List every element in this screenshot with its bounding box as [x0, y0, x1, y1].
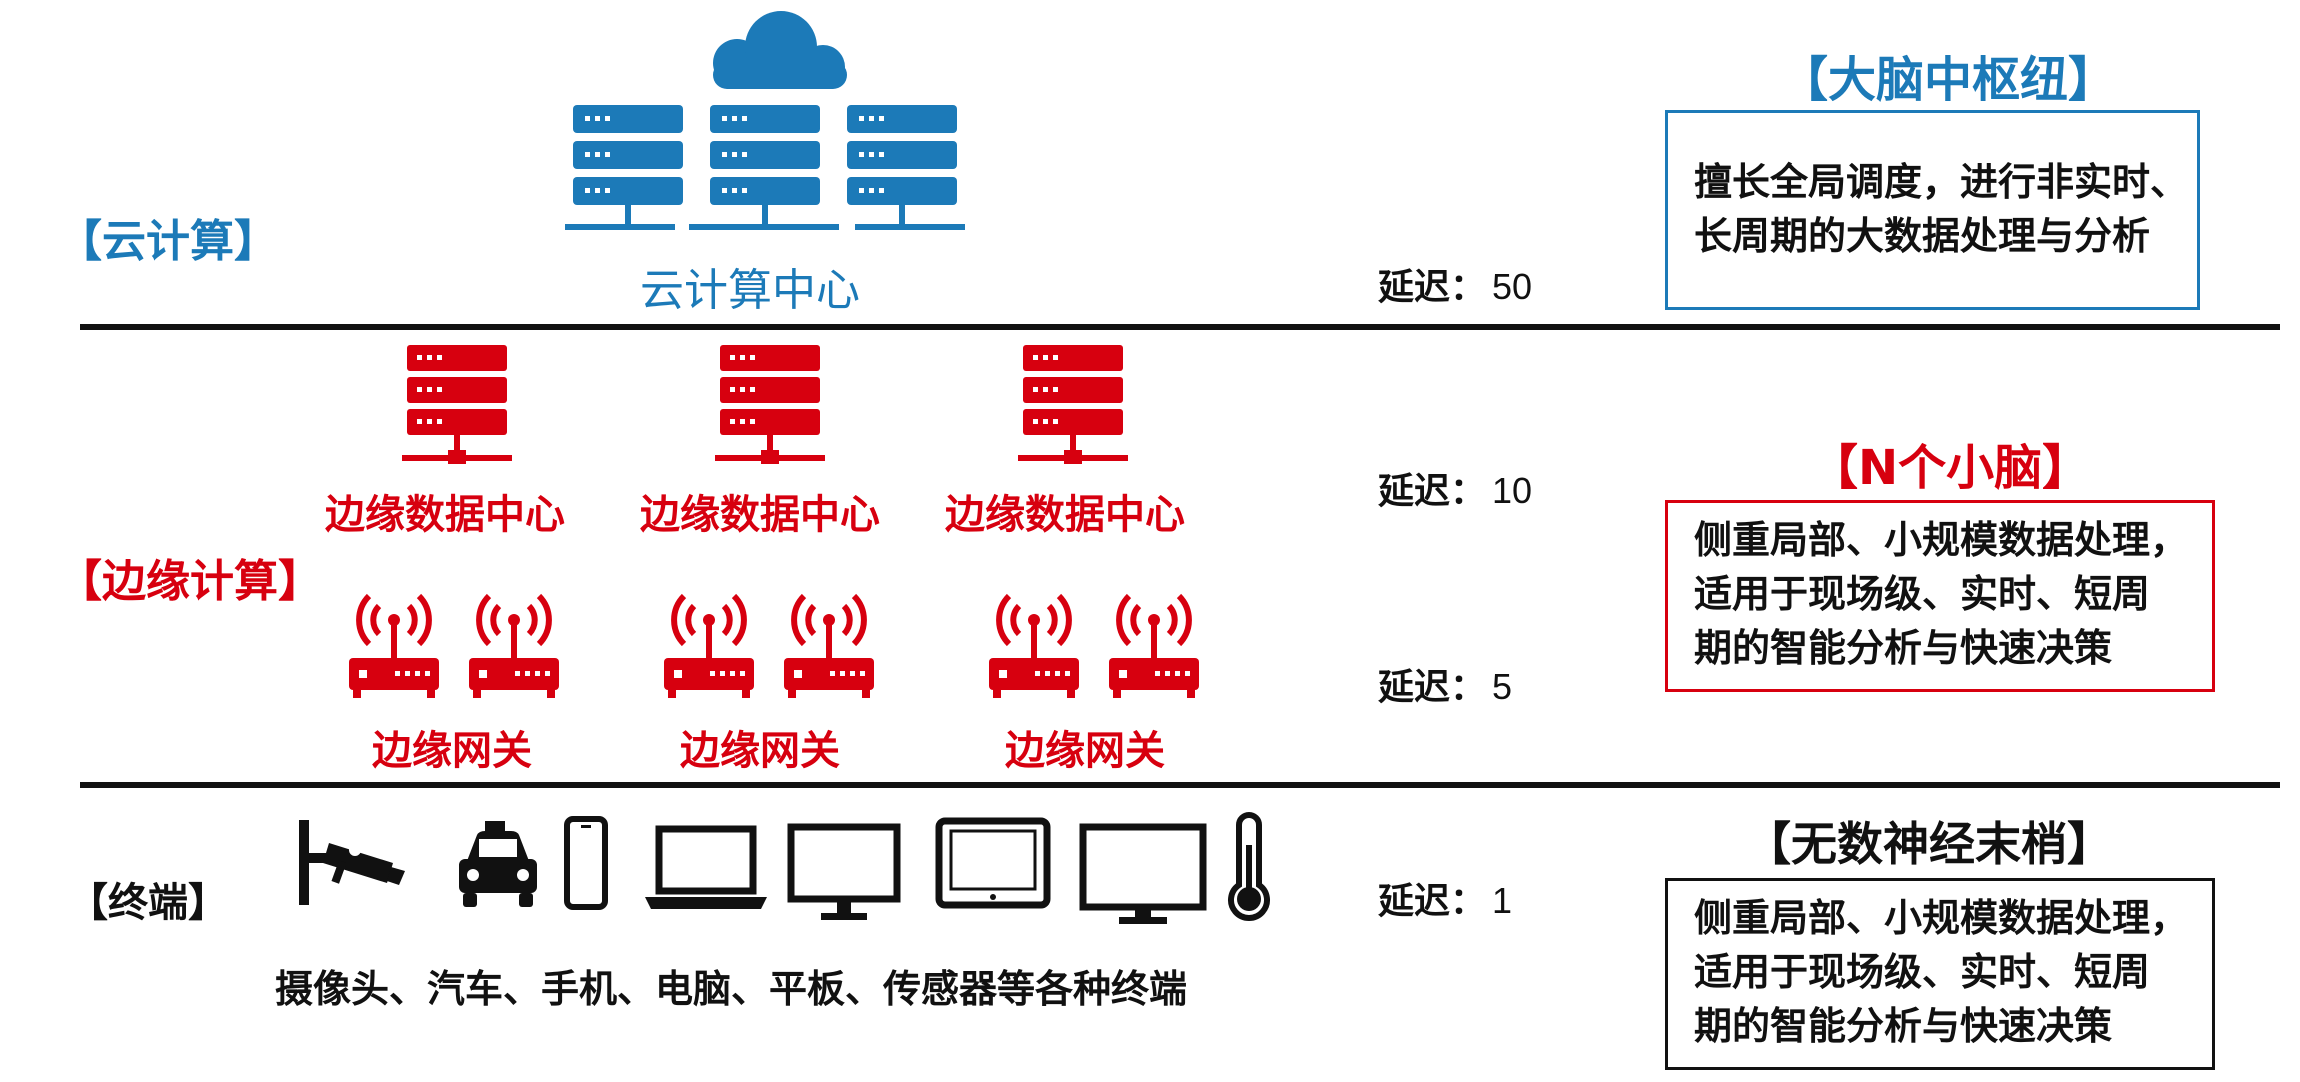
edge-gateway-group [985, 592, 1205, 702]
edge-gateway-latency: 延迟：5 [1378, 658, 1512, 710]
terminal-desc-line-2: 适用于现场级、实时、短周 [1694, 950, 2151, 994]
edge-desc-line-2: 适用于现场级、实时、短周 [1694, 572, 2151, 616]
terminal-desc-line-3: 期的智能分析与快速决策 [1694, 1004, 2113, 1048]
cloud-description-box: 擅长全局调度，进行非实时、 长周期的大数据处理与分析 [1665, 110, 2200, 310]
monitor-icon [787, 823, 901, 920]
terminal-icons-row [295, 805, 1275, 935]
tier-divider-edge-terminal [80, 782, 2280, 788]
edge-datacenter-icon [1018, 345, 1128, 470]
tier-label-cloud: 【云计算】 [58, 216, 278, 267]
edge-role-title: 【N个小脑】 [1810, 440, 2091, 496]
cloud-latency: 延迟：50 [1378, 258, 1532, 310]
cloud-desc-line-2: 长周期的大数据处理与分析 [1694, 214, 2151, 258]
cloud-center-caption: 云计算中心 [640, 265, 860, 316]
cloud-desc-line-1: 擅长全局调度，进行非实时、 [1694, 160, 2189, 204]
cloud-datacenter-icon [565, 5, 965, 240]
edge-gateway-latency-value: 5 [1492, 666, 1513, 707]
edge-desc-line-3: 期的智能分析与快速决策 [1694, 626, 2113, 670]
edge-gateway-caption: 边缘网关 [372, 728, 532, 774]
edge-datacenter-icon [715, 345, 825, 470]
laptop-icon [645, 825, 767, 909]
terminal-latency: 延迟：1 [1378, 872, 1512, 924]
tier-label-terminal: 【终端】 [68, 880, 228, 926]
tier-label-edge: 【边缘计算】 [58, 556, 322, 607]
edge-gateway-latency-label: 延迟： [1378, 667, 1487, 708]
thermometer-icon [1228, 812, 1270, 921]
edge-datacenter-caption: 边缘数据中心 [325, 492, 565, 538]
terminal-description-box: 侧重局部、小规模数据处理， 适用于现场级、实时、短周 期的智能分析与快速决策 [1665, 878, 2215, 1070]
edge-desc-line-1: 侧重局部、小规模数据处理， [1694, 518, 2189, 562]
tv-icon [1079, 823, 1207, 924]
edge-gateway-caption: 边缘网关 [1005, 728, 1165, 774]
cloud-role-title: 【大脑中枢纽】 [1780, 52, 2117, 108]
edge-gateway-caption: 边缘网关 [680, 728, 840, 774]
edge-datacenter-caption: 边缘数据中心 [640, 492, 880, 538]
terminal-latency-value: 1 [1492, 880, 1513, 921]
edge-datacenter-latency-label: 延迟： [1378, 471, 1487, 512]
car-icon [459, 821, 537, 907]
tier-divider-cloud-edge [80, 324, 2280, 330]
edge-datacenter-caption: 边缘数据中心 [945, 492, 1185, 538]
tablet-icon [935, 817, 1051, 909]
edge-datacenter-latency-value: 10 [1492, 470, 1533, 511]
edge-datacenter-latency: 延迟：10 [1378, 462, 1532, 514]
terminal-role-title: 【无数神经末梢】 [1745, 817, 2113, 871]
edge-gateway-group [345, 592, 565, 702]
terminal-latency-label: 延迟： [1378, 881, 1487, 922]
phone-icon [564, 816, 608, 910]
camera-icon [299, 820, 405, 905]
edge-description-box: 侧重局部、小规模数据处理， 适用于现场级、实时、短周 期的智能分析与快速决策 [1665, 500, 2215, 692]
terminal-caption: 摄像头、汽车、手机、电脑、平板、传感器等各种终端 [275, 967, 1188, 1011]
edge-gateway-group [660, 592, 880, 702]
cloud-latency-label: 延迟： [1378, 267, 1487, 308]
cloud-latency-value: 50 [1492, 266, 1533, 307]
terminal-desc-line-1: 侧重局部、小规模数据处理， [1694, 896, 2189, 940]
edge-datacenter-icon [402, 345, 512, 470]
